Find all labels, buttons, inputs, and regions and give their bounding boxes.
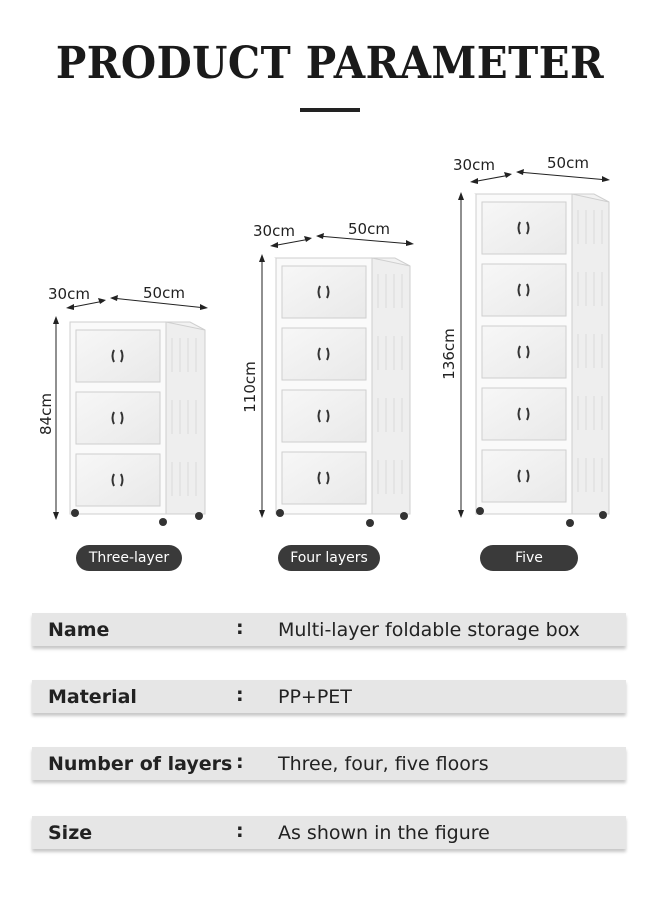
- cabinet-three-layer: [53, 295, 208, 526]
- spec-label: Name: [48, 619, 110, 641]
- spec-row-material: Material : PP+PET: [32, 680, 626, 713]
- depth-label-five-layer: 30cm: [453, 156, 495, 174]
- product-illustrations: [53, 169, 610, 527]
- cabinet-four-layer: [259, 233, 414, 527]
- spec-label: Material: [48, 686, 137, 708]
- spec-colon: :: [236, 684, 244, 706]
- height-label-three-layer: 84cm: [37, 393, 55, 435]
- spec-label: Number of layers: [48, 753, 233, 775]
- width-label-three-layer: 50cm: [143, 284, 185, 302]
- height-label-four-layer: 110cm: [241, 361, 259, 413]
- spec-row-size: Size : As shown in the figure: [32, 816, 626, 849]
- spec-row-layers: Number of layers : Three, four, five flo…: [32, 747, 626, 780]
- spec-colon: :: [236, 751, 244, 773]
- page-title: PRODUCT PARAMETER: [55, 38, 605, 89]
- title-underline: [300, 108, 360, 112]
- width-label-four-layer: 50cm: [348, 220, 390, 238]
- spec-value: Multi-layer foldable storage box: [278, 619, 580, 641]
- spec-row-name: Name : Multi-layer foldable storage box: [32, 613, 626, 646]
- spec-value: Three, four, five floors: [278, 753, 489, 775]
- spec-value: As shown in the figure: [278, 822, 490, 844]
- width-label-five-layer: 50cm: [547, 154, 589, 172]
- depth-label-four-layer: 30cm: [253, 222, 295, 240]
- depth-label-three-layer: 30cm: [48, 285, 90, 303]
- badge-four-layer: Four layers: [278, 545, 380, 571]
- height-label-five-layer: 136cm: [440, 328, 458, 380]
- badge-three-layer: Three-layer: [76, 545, 182, 571]
- spec-value: PP+PET: [278, 686, 352, 708]
- spec-label: Size: [48, 822, 93, 844]
- spec-colon: :: [236, 820, 244, 842]
- cabinet-five-layer: [458, 169, 610, 527]
- badge-five-layer: Five layers: [480, 545, 578, 592]
- spec-colon: :: [236, 617, 244, 639]
